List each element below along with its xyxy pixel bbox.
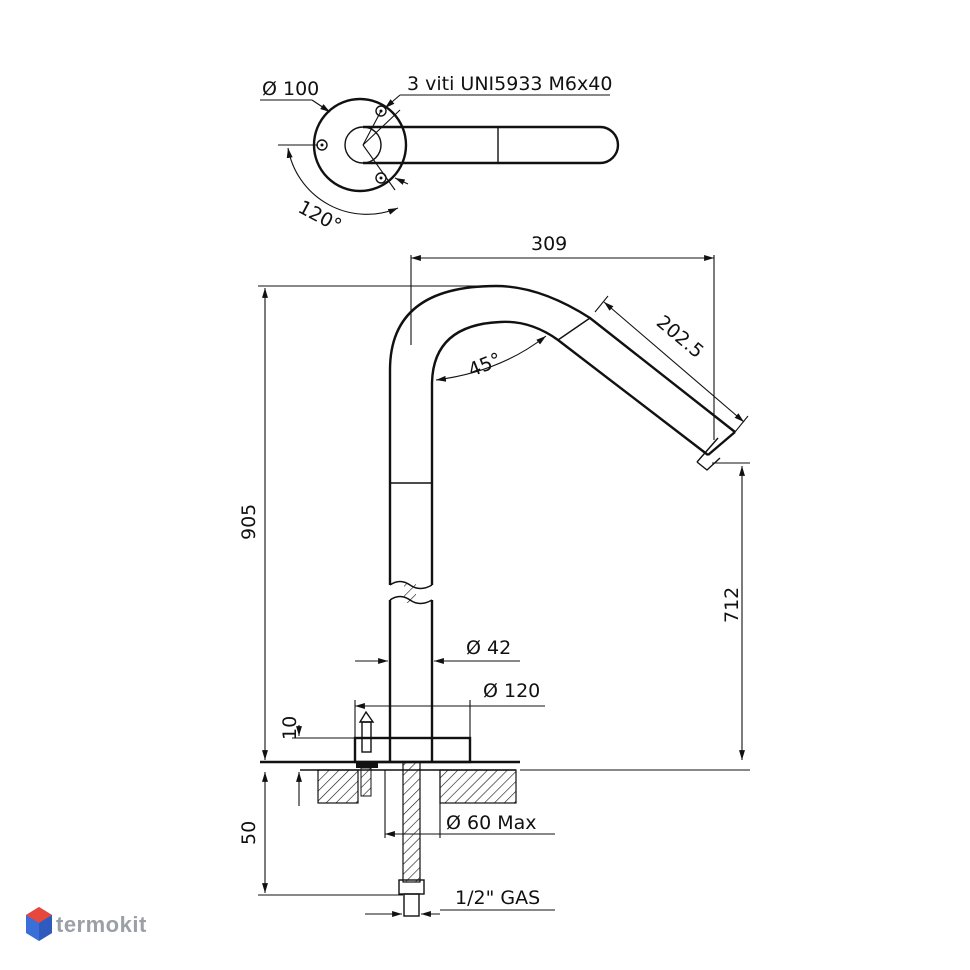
hole-diameter-label: Ø 60 Max — [446, 812, 537, 834]
spout-height-label: 712 — [721, 587, 743, 623]
spout-plan — [363, 125, 620, 165]
side-view: 309 905 202.5 45° 712 Ø 42 Ø 120 10 — [238, 233, 750, 917]
screw-holes — [316, 105, 387, 184]
height-label: 905 — [238, 504, 260, 540]
deck-section-left — [317, 769, 359, 804]
base-flange-circle — [312, 97, 408, 193]
supply-hose — [402, 761, 421, 883]
top-view: Ø 100 3 viti UNI5933 M6x40 120° — [260, 73, 620, 237]
tube-diameter-label: Ø 42 — [466, 637, 511, 659]
spout-length-label: 202.5 — [652, 311, 708, 363]
base-diameter-label: Ø 120 — [483, 680, 540, 702]
termokit-logo-icon — [26, 907, 52, 941]
below-deck-label: 50 — [238, 821, 260, 845]
top-diameter-label: Ø 100 — [262, 78, 319, 100]
base-height-label: 10 — [279, 716, 301, 740]
screws-label: 3 viti UNI5933 M6x40 — [407, 73, 612, 95]
connection-label: 1/2" GAS — [455, 887, 540, 909]
deck-section-right — [439, 769, 517, 804]
base-flange — [353, 736, 472, 764]
watermark-text: termokit — [56, 912, 147, 937]
faucet-inner-profile — [430, 320, 709, 585]
top-angle-label: 120° — [294, 196, 345, 237]
bend-angle-label: 45° — [465, 349, 504, 382]
width-label: 309 — [531, 233, 567, 255]
